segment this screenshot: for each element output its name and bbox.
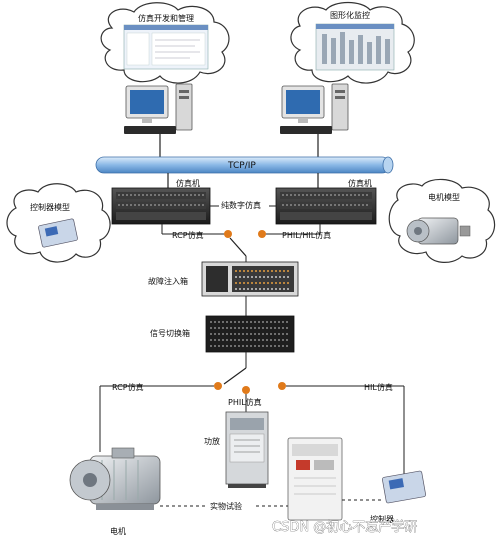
tcpip-bus (95, 156, 394, 174)
switch-node-hil-bottom (278, 382, 286, 390)
label-bg-pure-digital (219, 198, 269, 210)
label-phil: PHIL仿真 (228, 397, 262, 407)
screenshot-sim-dev (123, 24, 209, 70)
label-graphic-monitor: 图形化监控 (330, 10, 370, 20)
label-bus: TCP/IP (227, 161, 256, 171)
pc-left (124, 83, 193, 134)
watermark: CSDN @初心不忘产学研 (272, 519, 417, 535)
screenshot-monitor (315, 23, 395, 71)
simulator-right (275, 187, 377, 225)
label-motor-model: 电机模型 (428, 192, 460, 202)
motor-model-device (406, 217, 471, 245)
label-fault-box: 故障注入箱 (148, 276, 188, 286)
simulator-left (111, 187, 211, 225)
controller-model-device (38, 218, 78, 248)
label-rcp-bottom: RCP仿真 (112, 382, 144, 392)
label-rcp-top: RCP仿真 (172, 230, 204, 240)
label-controller-model: 控制器模型 (30, 202, 70, 212)
label-phil-hil: PHIL/HIL仿真 (282, 230, 331, 240)
label-switch-box: 信号切换箱 (150, 328, 190, 338)
fault-injection-box (201, 261, 299, 297)
label-sim-left: 仿真机 (176, 178, 200, 188)
label-pure-digital: 纯数字仿真 (221, 200, 261, 210)
switch-blade-top (229, 237, 247, 257)
label-power-amp: 功放 (204, 436, 220, 446)
power-amplifier (225, 411, 269, 488)
label-bg-physical (207, 500, 253, 512)
label-hil: HIL仿真 (364, 382, 393, 392)
label-controller: 控制器 (370, 514, 394, 524)
controller-device (382, 470, 426, 504)
cloud-motor-model (388, 178, 496, 263)
cloud-controller-model (6, 183, 111, 263)
label-sim-right: 仿真机 (348, 178, 372, 188)
label-motor: 电机 (110, 526, 126, 536)
pc-right (280, 83, 349, 134)
switch-node-phil-bottom (242, 386, 250, 394)
switch-node-rcp (224, 230, 232, 238)
label-sim-dev: 仿真开发和管理 (138, 13, 194, 23)
switch-node-phil (258, 230, 266, 238)
label-physical-test: 实物试验 (210, 501, 242, 511)
signal-switch-box (205, 315, 295, 353)
inverter-drive (287, 437, 343, 521)
switch-node-rcp-bottom (214, 382, 222, 390)
switch-blade-bottom (223, 367, 247, 385)
motor-device (69, 447, 161, 510)
